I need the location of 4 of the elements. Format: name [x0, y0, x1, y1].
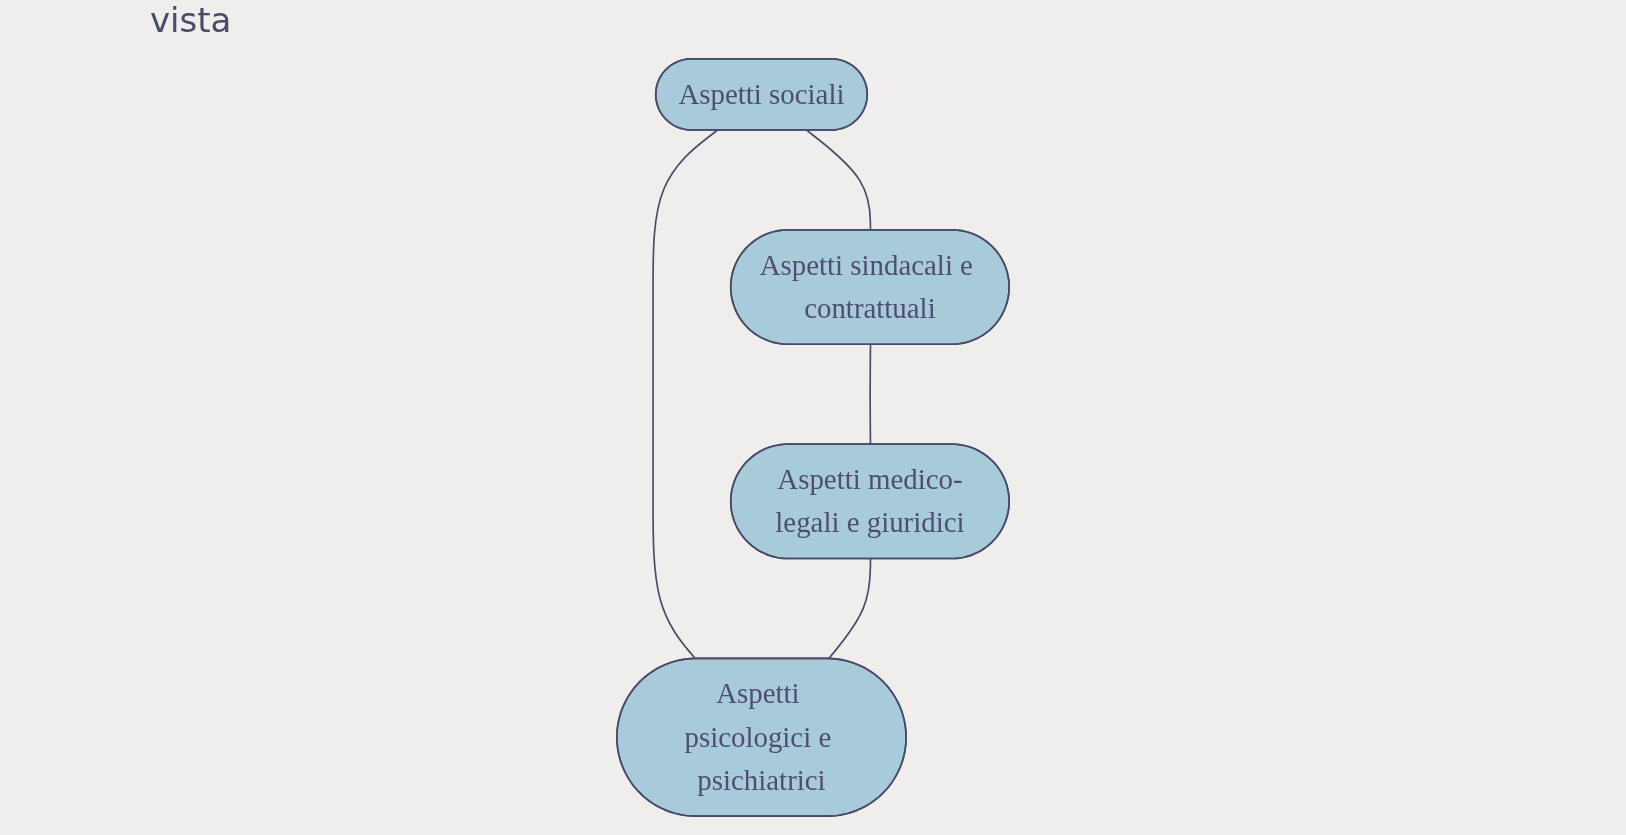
connector — [652, 129, 718, 660]
connector — [869, 343, 872, 446]
connector — [827, 558, 872, 660]
heading-fragment: vista — [150, 0, 232, 40]
